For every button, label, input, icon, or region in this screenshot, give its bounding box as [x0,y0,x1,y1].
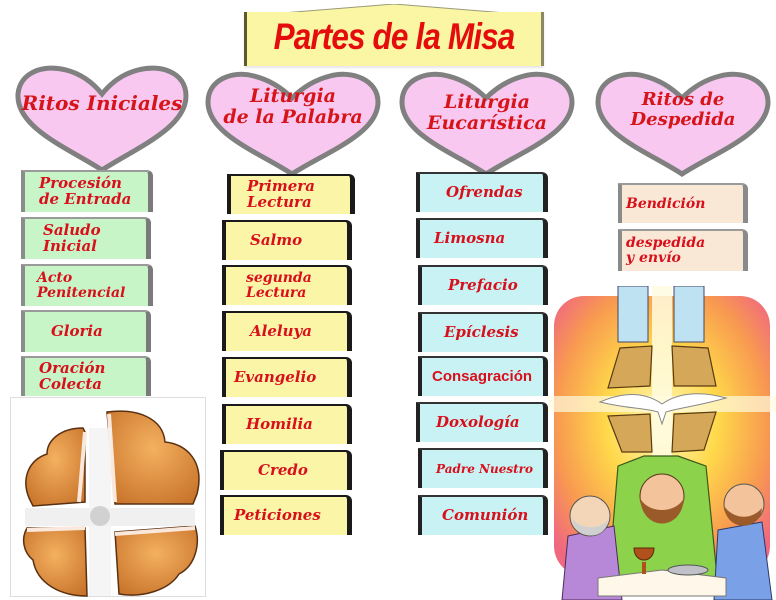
item-prefacio: Prefacio [418,265,548,305]
heading-line-1: Liturgia [444,91,530,113]
heading-line-1: Liturgia [250,85,336,107]
bread-icon [22,410,200,597]
item-line: Consagración [432,368,533,386]
item-line: Oración [39,359,106,378]
broken-bread-illustration [10,397,206,597]
item-line: Acto [37,270,73,287]
item-line: Limosna [434,229,506,248]
item-line: despedida [626,235,706,252]
item-aleluya: Aleluya [222,311,352,351]
heading-line-2: de la Palabra [223,105,363,128]
heading-liturgia-eucaristica: Liturgia Eucarística [396,92,578,134]
item-salmo: Salmo [222,220,352,260]
title-banner: Partes de la Misa [244,12,544,66]
item-line: Salmo [250,231,303,250]
heart-shape-icon [399,71,575,177]
heart-shape-icon [15,65,189,173]
item-line: Prefacio [448,276,518,295]
heart-liturgia-eucaristica: Liturgia Eucarística [396,68,578,180]
item-consagracion: Consagración [418,356,548,396]
item-line: Comunión [442,506,529,525]
item-peticiones: Peticiones [220,495,352,535]
item-epiclesis: Epíclesis [418,312,548,352]
item-line: Penitencial [37,285,126,301]
item-line: y envío [626,250,681,266]
heart-shape-icon [595,71,771,177]
item-line: Epíclesis [444,323,519,342]
heading-ritos-despedida: Ritos de Despedida [592,90,774,130]
item-line: Bendición [626,195,706,212]
item-line: Doxología [436,413,520,432]
page-title: Partes de la Misa [273,16,516,57]
item-line: segunda [246,270,312,287]
item-line: Evangelio [234,368,317,387]
item-line: Procesión [39,174,122,193]
eucharist-illustration [548,286,776,600]
item-line: Lectura [247,193,312,211]
item-line: Credo [258,461,308,480]
heading-line-1: Ritos de [641,89,725,110]
heart-shape-icon [205,71,381,177]
heart-liturgia-palabra: Liturgia de la Palabra [202,68,384,180]
item-limosna: Limosna [416,218,548,258]
item-homilia: Homilia [222,404,352,444]
item-credo: Credo [220,450,352,490]
item-line: Saludo [43,221,101,240]
item-line: Colecta [39,375,102,393]
item-padre-nuestro: Padre Nuestro [418,448,548,488]
item-line: Gloria [51,322,103,341]
item-line: Aleluya [250,322,312,341]
heart-ritos-iniciales: Ritos Iniciales [8,62,196,174]
item-line: Ofrendas [446,183,523,202]
item-evangelio: Evangelio [222,357,352,397]
item-comunion: Comunión [418,495,548,535]
item-line: Homilia [246,415,313,434]
heading-line-2: Eucarística [427,111,547,134]
heading-ritos-iniciales: Ritos Iniciales [21,91,183,115]
item-ofrendas: Ofrendas [416,172,548,212]
item-line: Padre Nuestro [436,461,533,476]
item-line: Inicial [43,237,97,255]
eucharist-scene-icon [548,286,776,600]
heading-line-2: Despedida [630,108,736,130]
item-line: de Entrada [39,190,132,208]
item-gloria: Gloria [21,310,151,352]
heading-liturgia-palabra: Liturgia de la Palabra [202,86,384,128]
item-bendicion: Bendición [618,183,748,223]
item-line: Primera [247,177,315,196]
item-line: Peticiones [234,506,321,525]
heart-ritos-despedida: Ritos de Despedida [592,68,774,180]
item-doxologia: Doxología [416,402,548,442]
item-line: Lectura [246,285,307,301]
